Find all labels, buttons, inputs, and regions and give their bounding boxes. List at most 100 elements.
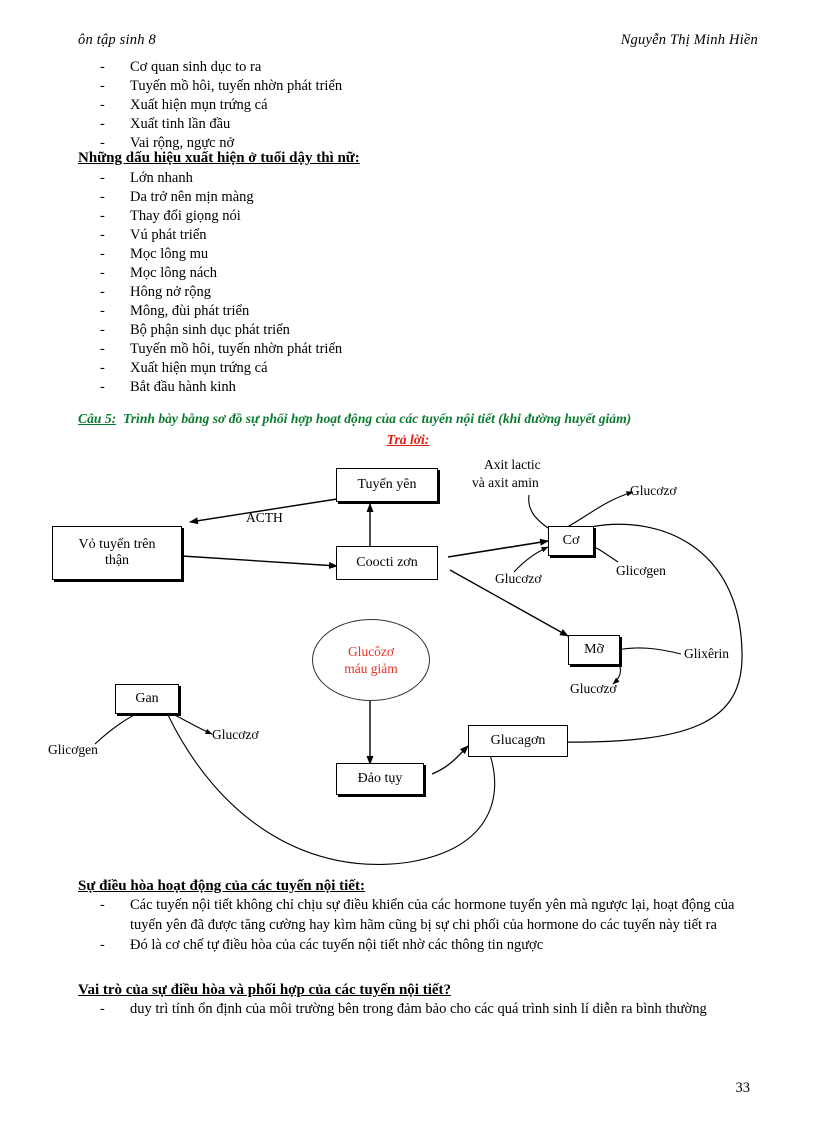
node-co[interactable]: Cơ [548, 526, 594, 556]
regulation-item-text: Đó là cơ chế tự điều hòa của các tuyến n… [130, 937, 544, 953]
list-item-label: Xuất hiện mụn trứng cá [130, 360, 268, 376]
edge-label-glixerin: Glixêrin [684, 646, 729, 661]
list-item: - Da trở nên mịn màng [78, 188, 768, 207]
edge-label-axit-lactic-line1: Axit lactic [484, 457, 541, 472]
list-item: - Bộ phận sinh dục phát triển [78, 321, 768, 340]
edge-label-glicogen-co: Glicơgen [616, 563, 666, 578]
edge-label-glucozo-tu-co: Glucơzơ [630, 483, 677, 498]
question-text: Trình bày bằng sơ đồ sự phối hợp hoạt độ… [122, 411, 632, 426]
list-item: - Tuyến mồ hôi, tuyến nhờn phát triển [78, 77, 768, 96]
list-item: - Xuất hiện mụn trứng cá [78, 96, 768, 115]
edge-label-glucozo-cooctizon: Glucơzơ [495, 571, 542, 586]
list-item-label: Tuyến mồ hôi, tuyến nhờn phát triển [130, 78, 343, 94]
list-item-label: Tuyến mồ hôi, tuyến nhờn phát triển [130, 341, 343, 357]
list-dash: - [100, 208, 105, 224]
list-item-label: Xuất hiện mụn trứng cá [130, 97, 268, 113]
node-label: Gan [135, 691, 159, 706]
list-item-label: Xuất tinh lần đầu [130, 116, 231, 132]
list-item: -Hông nở rộng [78, 283, 768, 302]
edge-label-glucozo-mo: Glucơzơ [570, 681, 617, 696]
regulation-item-text: Các tuyến nội tiết không chỉ chịu sự điề… [130, 897, 735, 933]
list-item-label: Thay đổi giọng nói [130, 208, 241, 224]
question-label: Câu 5: [78, 411, 117, 426]
list-item: - Tuyến mồ hôi, tuyến nhờn phát triển [78, 340, 768, 359]
list-dash: - [100, 227, 105, 243]
answer-label: Trả lời: [386, 432, 430, 447]
role-section-title: Vai trò của sự điều hòa và phối hợp của … [78, 982, 452, 998]
list-item: - Bắt đầu hành kinh [78, 378, 768, 397]
list-dash: - [100, 78, 105, 94]
page-number: 33 [735, 1080, 751, 1096]
header-right-author: Nguyễn Thị Minh Hiền [620, 32, 758, 48]
male-puberty-list: -Cơ quan sinh dục to ra -Tuyến mồ hôi, t… [78, 58, 768, 153]
list-item: - Xuất tinh lần đầu [78, 115, 768, 134]
node-glucozo-mau-giam[interactable]: Glucôzơ máu giảm [312, 619, 430, 701]
node-gan[interactable]: Gan [115, 684, 179, 714]
list-item-label: Mông, đùi phát triển [130, 303, 250, 319]
list-item-label: Bộ phận sinh dục phát triển [130, 322, 290, 338]
list-dash: - [100, 341, 105, 357]
list-dash: - [100, 265, 105, 281]
list-item: - Mọc lông nách [78, 264, 768, 283]
list-item-label: Cơ quan sinh dục to ra [130, 59, 262, 75]
regulation-section: Sự điều hòa hoạt động của các tuyến nội … [78, 878, 768, 956]
node-label-line2: máu giảm [344, 661, 398, 676]
list-item-label: Lớn nhanh [130, 170, 193, 186]
edge-label-acth: ACTH [246, 510, 283, 525]
node-label: Glucagơn [490, 733, 546, 748]
list-dash: - [100, 360, 105, 376]
node-vo-tuyen-tren-than[interactable]: Vỏ tuyến trên thận [52, 526, 182, 580]
node-cooctizon[interactable]: Coocti zơn [336, 546, 438, 580]
list-dash: - [100, 937, 105, 953]
list-dash: - [100, 322, 105, 338]
node-label: Mỡ [584, 642, 604, 657]
list-dash: - [100, 116, 105, 132]
list-item: -Vai rộng, ngực nở [78, 134, 768, 153]
list-dash: - [100, 1001, 105, 1017]
list-item-label: Da trở nên mịn màng [130, 189, 254, 205]
list-dash: - [100, 189, 105, 205]
diagram-connectors [94, 491, 743, 865]
list-item: -Cơ quan sinh dục to ra [78, 58, 768, 77]
list-item: - Vú phát triển [78, 226, 768, 245]
role-section: Vai trò của sự điều hòa và phối hợp của … [78, 982, 768, 1020]
list-item-label: Mọc lông nách [130, 265, 217, 281]
list-item: - Mọc lông mu [78, 245, 768, 264]
endocrine-coordination-diagram: Tuyến yên Vỏ tuyến trên thận Coocti zơn … [40, 452, 800, 872]
node-label: Coocti zơn [356, 555, 418, 570]
question-line: Câu 5: Trình bày bằng sơ đồ sự phối hợp … [78, 411, 768, 427]
regulation-item: - Các tuyến nội tiết không chỉ chịu sự đ… [78, 896, 768, 935]
node-label: Đảo tụy [357, 771, 403, 786]
node-tuyen-yen[interactable]: Tuyến yên [336, 468, 438, 502]
female-puberty-list: - Lớn nhanh - Da trở nên mịn màng - Thay đổ… [78, 169, 768, 397]
node-label: Cơ [562, 533, 580, 548]
edge-label-glicogen-gan: Glicơgen [48, 742, 98, 757]
list-item-label: Vú phát triển [130, 227, 207, 243]
node-label-line1: Vỏ tuyến trên [78, 537, 156, 552]
list-item-label: Vai rộng, ngực nở [130, 135, 235, 151]
node-label-line1: Glucôzơ [347, 644, 395, 659]
list-dash: - [100, 97, 105, 113]
list-dash: - [100, 246, 105, 262]
list-dash: - [100, 897, 105, 913]
node-label: Tuyến yên [357, 477, 417, 492]
edge-label-axit-amin-line2: và axit amin [472, 475, 539, 490]
node-dao-tuy[interactable]: Đảo tụy [336, 763, 424, 795]
edge-label-glucozo-gan: Glucơzơ [212, 727, 259, 742]
regulation-item: - Đó là cơ chế tự điều hòa của các tuyến… [78, 936, 768, 956]
list-dash: - [100, 379, 105, 395]
list-item-label: Mọc lông mu [130, 246, 209, 262]
list-dash: - [100, 170, 105, 186]
node-mo[interactable]: Mỡ [568, 635, 620, 665]
female-puberty-heading: Những dấu hiệu xuất hiện ở tuổi dậy thì … [78, 150, 360, 166]
list-dash: - [100, 284, 105, 300]
list-dash: - [100, 303, 105, 319]
list-item: - Xuất hiện mụn trứng cá [78, 359, 768, 378]
list-item-label: Bắt đầu hành kinh [130, 379, 236, 395]
header-left-title: ôn tập sinh 8 [78, 32, 156, 48]
role-item: - duy trì tính ổn định của môi trường bê… [78, 1000, 768, 1020]
node-glucagon[interactable]: Glucagơn [468, 725, 568, 757]
answer-label-line: Trả lời: [0, 432, 816, 448]
regulation-section-title: Sự điều hòa hoạt động của các tuyến nội … [78, 878, 365, 894]
